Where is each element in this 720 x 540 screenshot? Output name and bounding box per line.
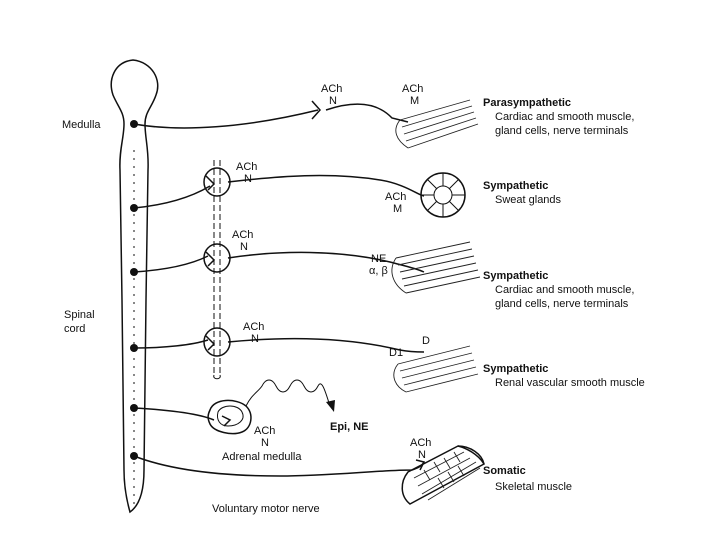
target-transmitter: D — [422, 335, 430, 347]
spinal-cord-label: cord — [64, 323, 85, 335]
pathway-sympathetic-ne: ACh N NE α, β Sympathetic Cardiac and sm… — [130, 229, 634, 310]
target-description: gland cells, nerve terminals — [495, 125, 629, 137]
target-receptor: M — [393, 203, 402, 215]
ganglion-synapse — [205, 175, 216, 191]
skeletal-muscle-icon — [401, 445, 486, 505]
adrenal-medulla-icon — [207, 399, 252, 435]
spinal-cord-label: Spinal — [64, 309, 95, 321]
ganglion-receptor: N — [261, 437, 269, 449]
target-description: Renal vascular smooth muscle — [495, 377, 645, 389]
postganglionic-fiber — [227, 174, 425, 197]
target-receptor: N — [418, 449, 426, 461]
cns-outline — [110, 59, 159, 514]
sympathetic-chain-end — [213, 374, 221, 380]
pathway-heading: Sympathetic — [483, 180, 548, 192]
target-description: gland cells, nerve terminals — [495, 298, 629, 310]
preganglionic-fiber — [133, 339, 209, 349]
target-transmitter: ACh — [402, 83, 423, 95]
postganglionic-fiber — [227, 251, 425, 273]
adrenal-medulla-label: Adrenal medulla — [222, 451, 302, 463]
pathway-heading: Sympathetic — [483, 270, 548, 282]
pathway-sympathetic-sweat: ACh N ACh M Sympathetic Sweat glands — [130, 161, 562, 218]
preganglionic-fiber — [133, 407, 215, 421]
voluntary-motor-nerve-label: Voluntary motor nerve — [212, 503, 320, 515]
pathway-heading: Somatic — [483, 465, 526, 477]
arrowhead — [326, 400, 335, 412]
ganglion-transmitter: ACh — [232, 229, 253, 241]
pathway-heading: Parasympathetic — [483, 97, 571, 109]
target-transmitter: ACh — [385, 191, 406, 203]
target-receptor: D1 — [389, 347, 403, 359]
target-description: Sweat glands — [495, 194, 562, 206]
ganglion-synapse — [205, 335, 216, 351]
postganglionic-fiber — [227, 337, 425, 353]
preganglionic-fiber — [133, 255, 209, 273]
pathway-parasympathetic: ACh N ACh M Parasympathetic Cardiac and … — [130, 83, 634, 149]
chain-ganglion — [203, 327, 231, 357]
ganglion-receptor: N — [244, 173, 252, 185]
target-description: Skeletal muscle — [495, 481, 572, 493]
pathway-somatic: ACh N Somatic Skeletal muscle — [130, 437, 572, 505]
smooth-muscle-icon — [395, 99, 479, 149]
smooth-muscle-icon — [393, 345, 479, 393]
sympathetic-chain — [213, 160, 221, 375]
ganglion-transmitter: ACh — [243, 321, 264, 333]
preganglionic-fiber — [133, 185, 211, 209]
ganglion-transmitter: ACh — [254, 425, 275, 437]
endplate-synapse — [415, 459, 426, 471]
preganglionic-fiber — [133, 109, 319, 129]
ganglion-transmitter: ACh — [321, 83, 342, 95]
ganglion-receptor: N — [329, 95, 337, 107]
ganglion-receptor: N — [251, 333, 259, 345]
pathway-sympathetic-dopamine: ACh N D D1 Sympathetic Renal vascular sm… — [130, 321, 645, 393]
chain-ganglion — [203, 243, 231, 273]
ganglion-transmitter: ACh — [236, 161, 257, 173]
target-receptor: M — [410, 95, 419, 107]
ganglion-synapse — [205, 251, 216, 267]
pathway-adrenal-medulla: ACh N Epi, NE Adrenal medulla — [130, 379, 369, 463]
pathway-heading: Sympathetic — [483, 363, 548, 375]
sweat-gland-icon — [420, 172, 466, 218]
target-receptor: α, β — [369, 265, 388, 277]
target-transmitter: NE — [371, 253, 386, 265]
hormone-label: Epi, NE — [330, 421, 369, 433]
medulla-label: Medulla — [62, 119, 101, 131]
ganglion-receptor: N — [240, 241, 248, 253]
target-description: Cardiac and smooth muscle, — [495, 111, 634, 123]
target-transmitter: ACh — [410, 437, 431, 449]
smooth-muscle-icon — [391, 241, 481, 294]
postganglionic-fiber — [325, 103, 409, 123]
chain-ganglion — [203, 167, 231, 197]
hormone-release-wave — [245, 379, 331, 407]
target-description: Cardiac and smooth muscle, — [495, 284, 634, 296]
ganglion-synapse — [311, 100, 322, 120]
